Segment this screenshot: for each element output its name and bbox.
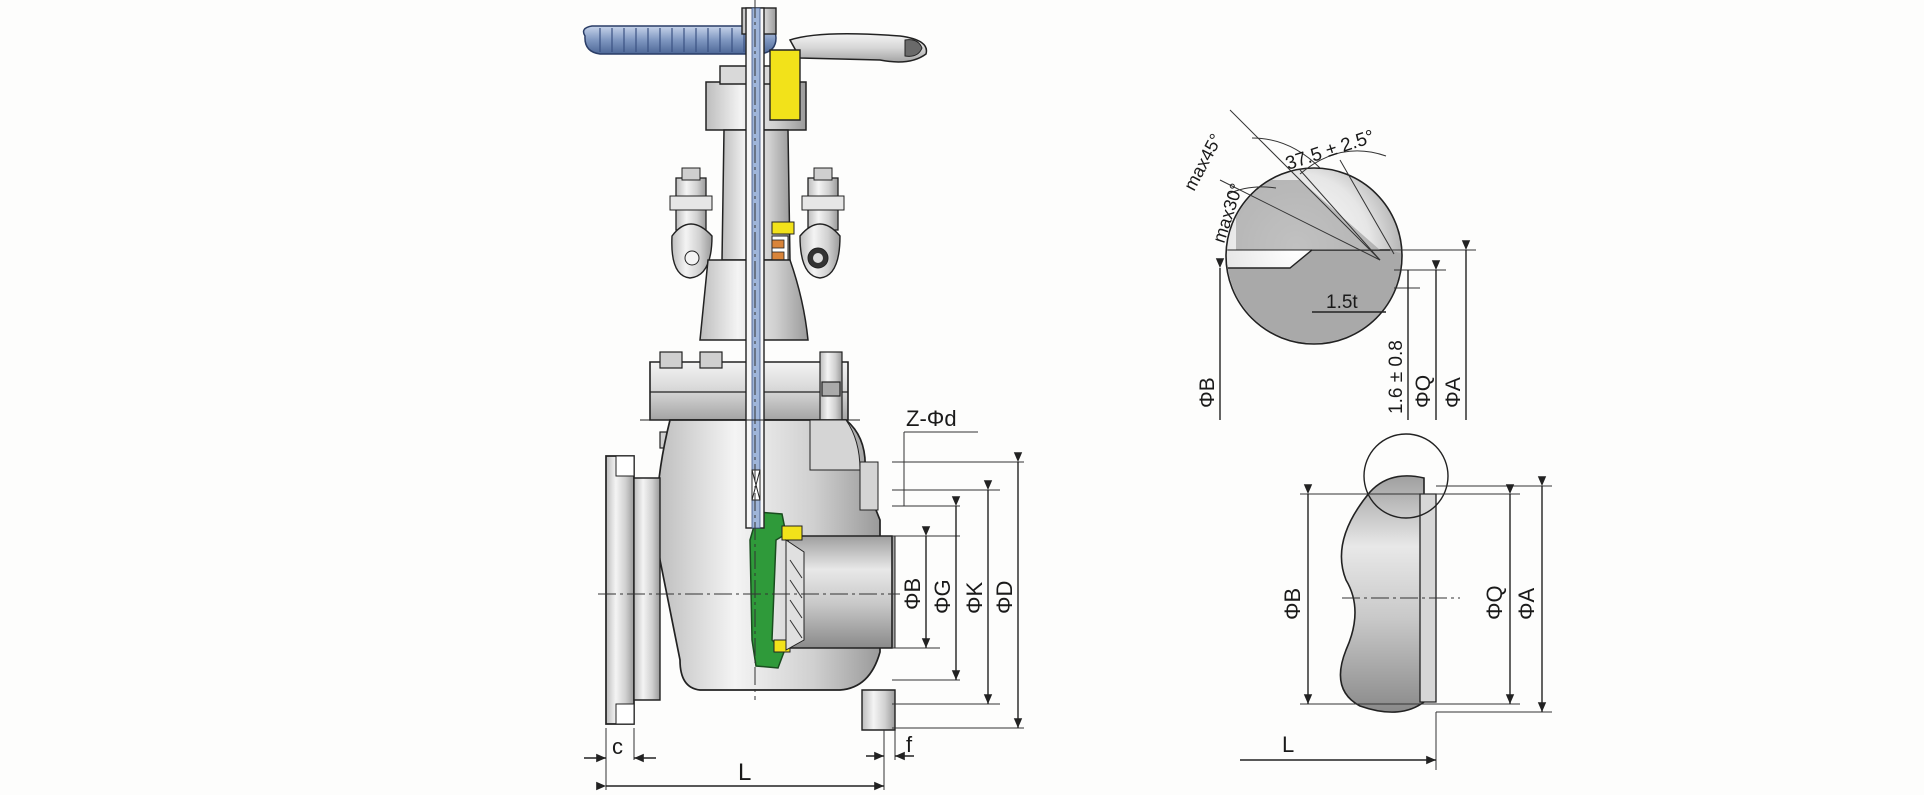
handwheel [582, 25, 928, 63]
label-flange-thickness: c [612, 734, 623, 759]
label-max45: max45° [1180, 130, 1226, 193]
label-end-length: L [1282, 732, 1294, 757]
label-end-q: ΦQ [1482, 585, 1507, 620]
label-raised-face-height: f [906, 732, 913, 757]
label-detail-a: ΦA [1442, 377, 1465, 408]
gland-bolt-left [669, 167, 713, 279]
label-raised-face: ΦG [930, 579, 955, 614]
label-root-gap: 1.6 ± 0.8 [1386, 340, 1407, 414]
label-bevel-angle: 37.5 ± 2.5° [1283, 126, 1377, 174]
valve-dimensions: Z-Φd ΦB ΦG ΦK ΦD c f [584, 406, 1024, 791]
label-face-to-face: L [738, 759, 751, 786]
weld-detail: max45° max30° 37.5 ± 2.5° 1.5t 1.6 ± 0.8… [1180, 109, 1476, 420]
label-flange-od: ΦD [992, 581, 1017, 614]
label-end-bore: ΦB [1280, 588, 1305, 620]
label-bore: ΦB [900, 578, 925, 610]
label-detail-bore: ΦB [1196, 377, 1219, 408]
gland-bolt-right [799, 167, 845, 279]
butt-weld-end: ΦB ΦQ ΦA L [1240, 433, 1552, 770]
label-land: 1.5t [1326, 292, 1358, 313]
label-bolt-circle: ΦK [962, 581, 987, 614]
label-detail-q: ΦQ [1412, 375, 1435, 408]
valve-body-group [582, 0, 928, 731]
label-end-a: ΦA [1514, 587, 1539, 620]
label-bolt-holes: Z-Φd [906, 406, 957, 431]
